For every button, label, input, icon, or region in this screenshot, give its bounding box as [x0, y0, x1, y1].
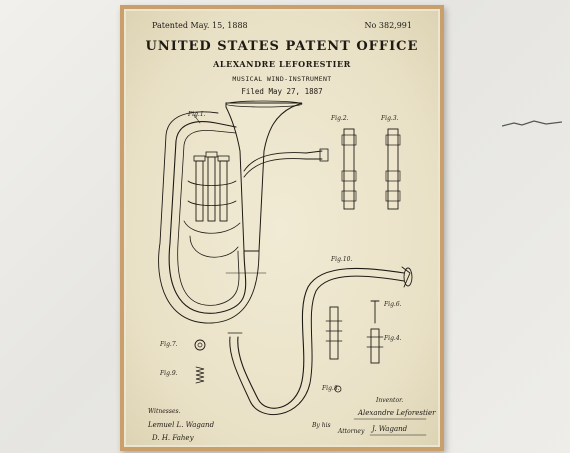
- fig10-label: Fig.10.: [331, 256, 353, 263]
- inventor-name: ALEXANDRE LEFORESTIER: [213, 59, 351, 69]
- frame-mat: Patented May. 15, 1888 No 382,991 UNITED…: [124, 9, 440, 447]
- inventor-label: Inventor.: [376, 397, 404, 404]
- valve-detail-drawings: [341, 128, 401, 210]
- euphonium-drawing: [158, 100, 329, 324]
- picture-frame: Patented May. 15, 1888 No 382,991 UNITED…: [120, 5, 444, 451]
- patent-drawings: [158, 100, 427, 436]
- patent-print: Patented May. 15, 1888 No 382,991 UNITED…: [126, 11, 438, 445]
- attorney-signature: J. Wagand: [372, 425, 408, 433]
- by-label: By his: [312, 422, 331, 429]
- witness-signature-1: Lemuel L. Wagand: [148, 421, 215, 429]
- fig4-label: Fig.4.: [384, 335, 402, 342]
- witnesses-label: Witnesses.: [148, 408, 181, 415]
- small-part-drawings: [194, 339, 342, 393]
- wall-crack: [502, 120, 562, 127]
- fig8-label: Fig.8.: [322, 385, 340, 392]
- fig6-label: Fig.6.: [384, 301, 402, 308]
- fig3-label: Fig.3.: [381, 115, 399, 122]
- invention-subject: MUSICAL WIND-INSTRUMENT: [232, 75, 332, 83]
- filed-date: Filed May 27, 1887: [241, 87, 323, 96]
- spring-detail-drawings: [325, 300, 384, 364]
- attorney-label: Attorney: [338, 428, 365, 435]
- fig7-label: Fig.7.: [160, 341, 178, 348]
- fig2-label: Fig.2.: [331, 115, 349, 122]
- inventor-signature: Alexandre Leforestier: [358, 409, 436, 417]
- witness-signature-2: D. H. Fahey: [152, 434, 194, 442]
- fig1-label: Fig.1.: [188, 111, 206, 118]
- mouthpipe-drawing: [227, 266, 413, 415]
- patented-date: Patented May. 15, 1888: [152, 21, 248, 30]
- fig9-label: Fig.9.: [160, 370, 178, 377]
- patent-number: No 382,991: [364, 21, 412, 30]
- office-title: UNITED STATES PATENT OFFICE: [145, 39, 419, 54]
